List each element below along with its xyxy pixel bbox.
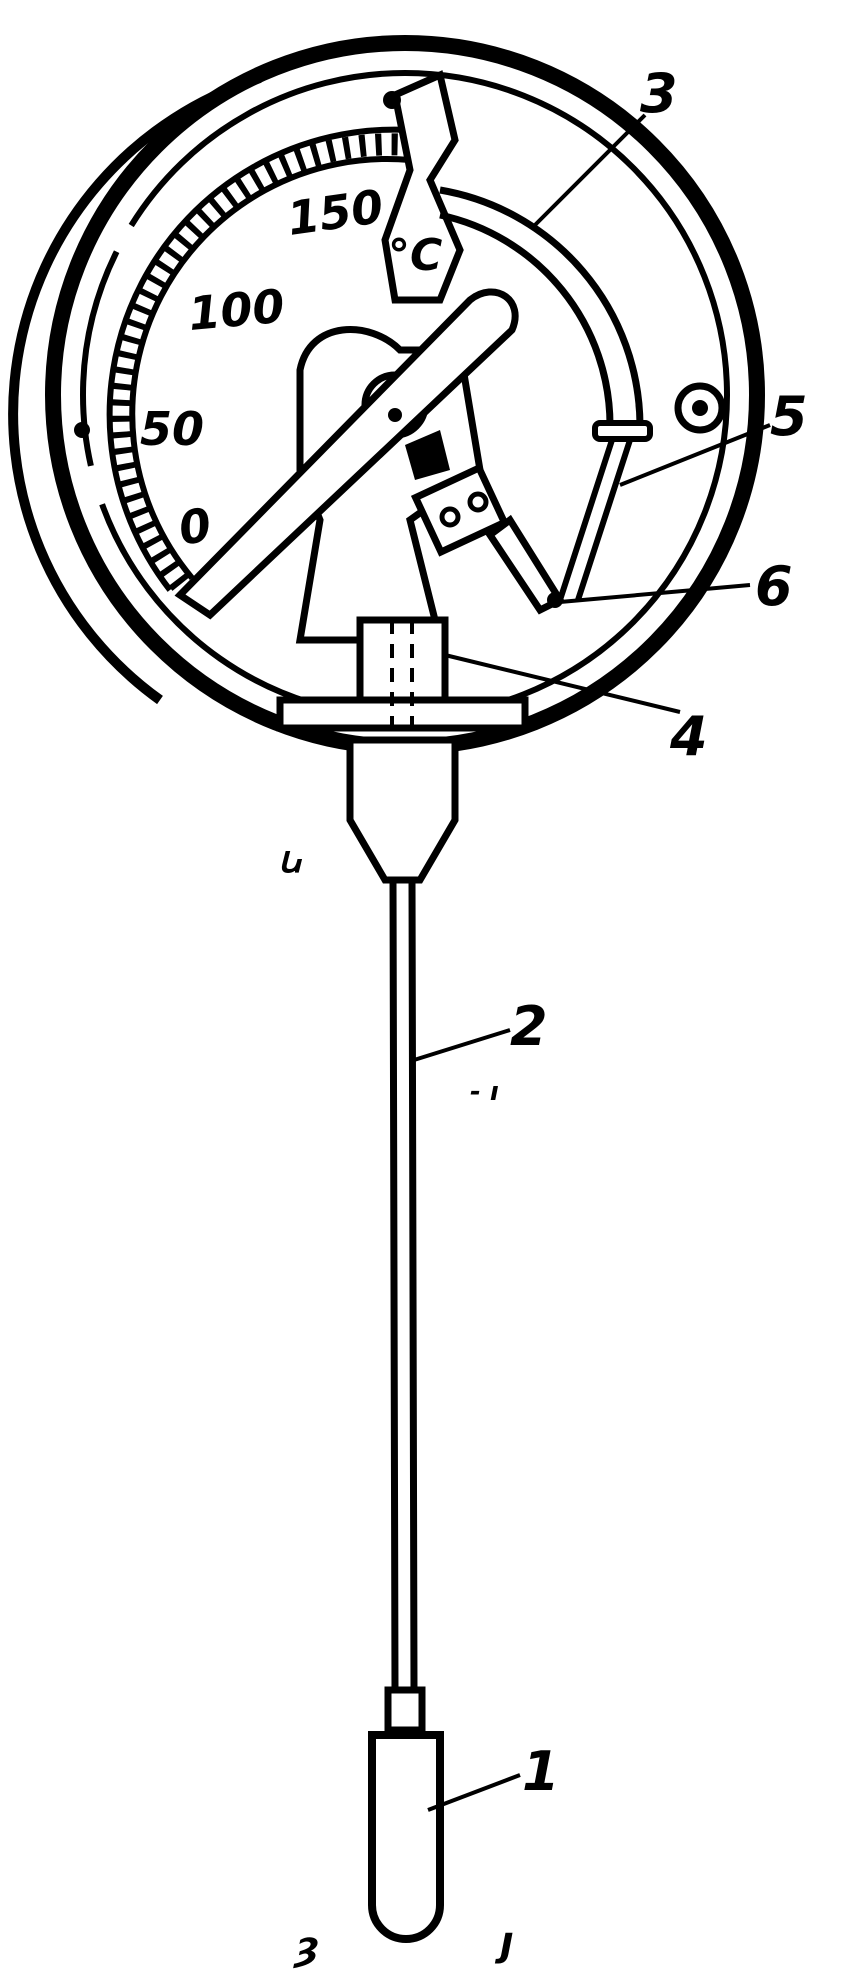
bulb-neck xyxy=(384,1686,426,1734)
capillary-tube xyxy=(389,879,418,1691)
callout-4: 4 xyxy=(669,705,708,768)
leader-1 xyxy=(427,1773,521,1812)
dial-bracket xyxy=(381,70,464,304)
scale-arc-inner xyxy=(129,156,411,580)
stray-mark-left: ꭎ xyxy=(278,837,303,881)
leader-2 xyxy=(413,1028,511,1062)
plate-screw-b xyxy=(467,491,489,513)
stray-mark-bottom-left: ȝ xyxy=(293,1924,319,1969)
plate-screw-a xyxy=(439,506,461,528)
leader-5 xyxy=(619,423,771,487)
leader-6 xyxy=(559,583,751,604)
unit-label: °C xyxy=(388,230,442,281)
thermal-bulb xyxy=(368,1731,444,1943)
sector-plate xyxy=(410,463,510,557)
stray-mark-mid: - ı xyxy=(470,1077,499,1107)
callout-3: 3 xyxy=(640,62,678,125)
scale-label-100: 100 xyxy=(186,279,286,341)
tube-end-cap xyxy=(592,420,653,442)
leader-3 xyxy=(533,113,647,227)
gauge-case-thick-edge xyxy=(8,73,262,705)
holder-flange xyxy=(276,696,529,732)
callout-2: 2 xyxy=(510,995,548,1058)
stray-mark-bottom-right: ȷ xyxy=(494,1919,514,1965)
link-rod xyxy=(557,439,633,601)
end-pivot xyxy=(547,592,563,608)
callout-1: 1 xyxy=(522,1740,560,1803)
scale-arc-outer xyxy=(106,126,411,592)
bourdon-tube xyxy=(439,186,644,426)
bourdon-tube-inner xyxy=(439,211,614,426)
case-bottom-boss xyxy=(346,736,459,884)
pointer xyxy=(174,288,519,620)
scale-label-50: 50 xyxy=(140,402,204,456)
dial-screw-top xyxy=(383,91,401,109)
callout-6: 6 xyxy=(755,555,793,618)
dial-screw-left xyxy=(74,422,90,438)
callout-5: 5 xyxy=(770,385,808,448)
scale-ticks xyxy=(110,133,411,591)
sector-arm xyxy=(485,514,566,615)
case-lug-right-dot xyxy=(692,400,708,416)
scale-label-0: 0 xyxy=(175,497,216,556)
scale-label-150: 150 xyxy=(284,179,387,246)
gear-teeth xyxy=(405,430,450,480)
leader-4 xyxy=(444,653,681,714)
pointer-pivot xyxy=(388,408,402,422)
